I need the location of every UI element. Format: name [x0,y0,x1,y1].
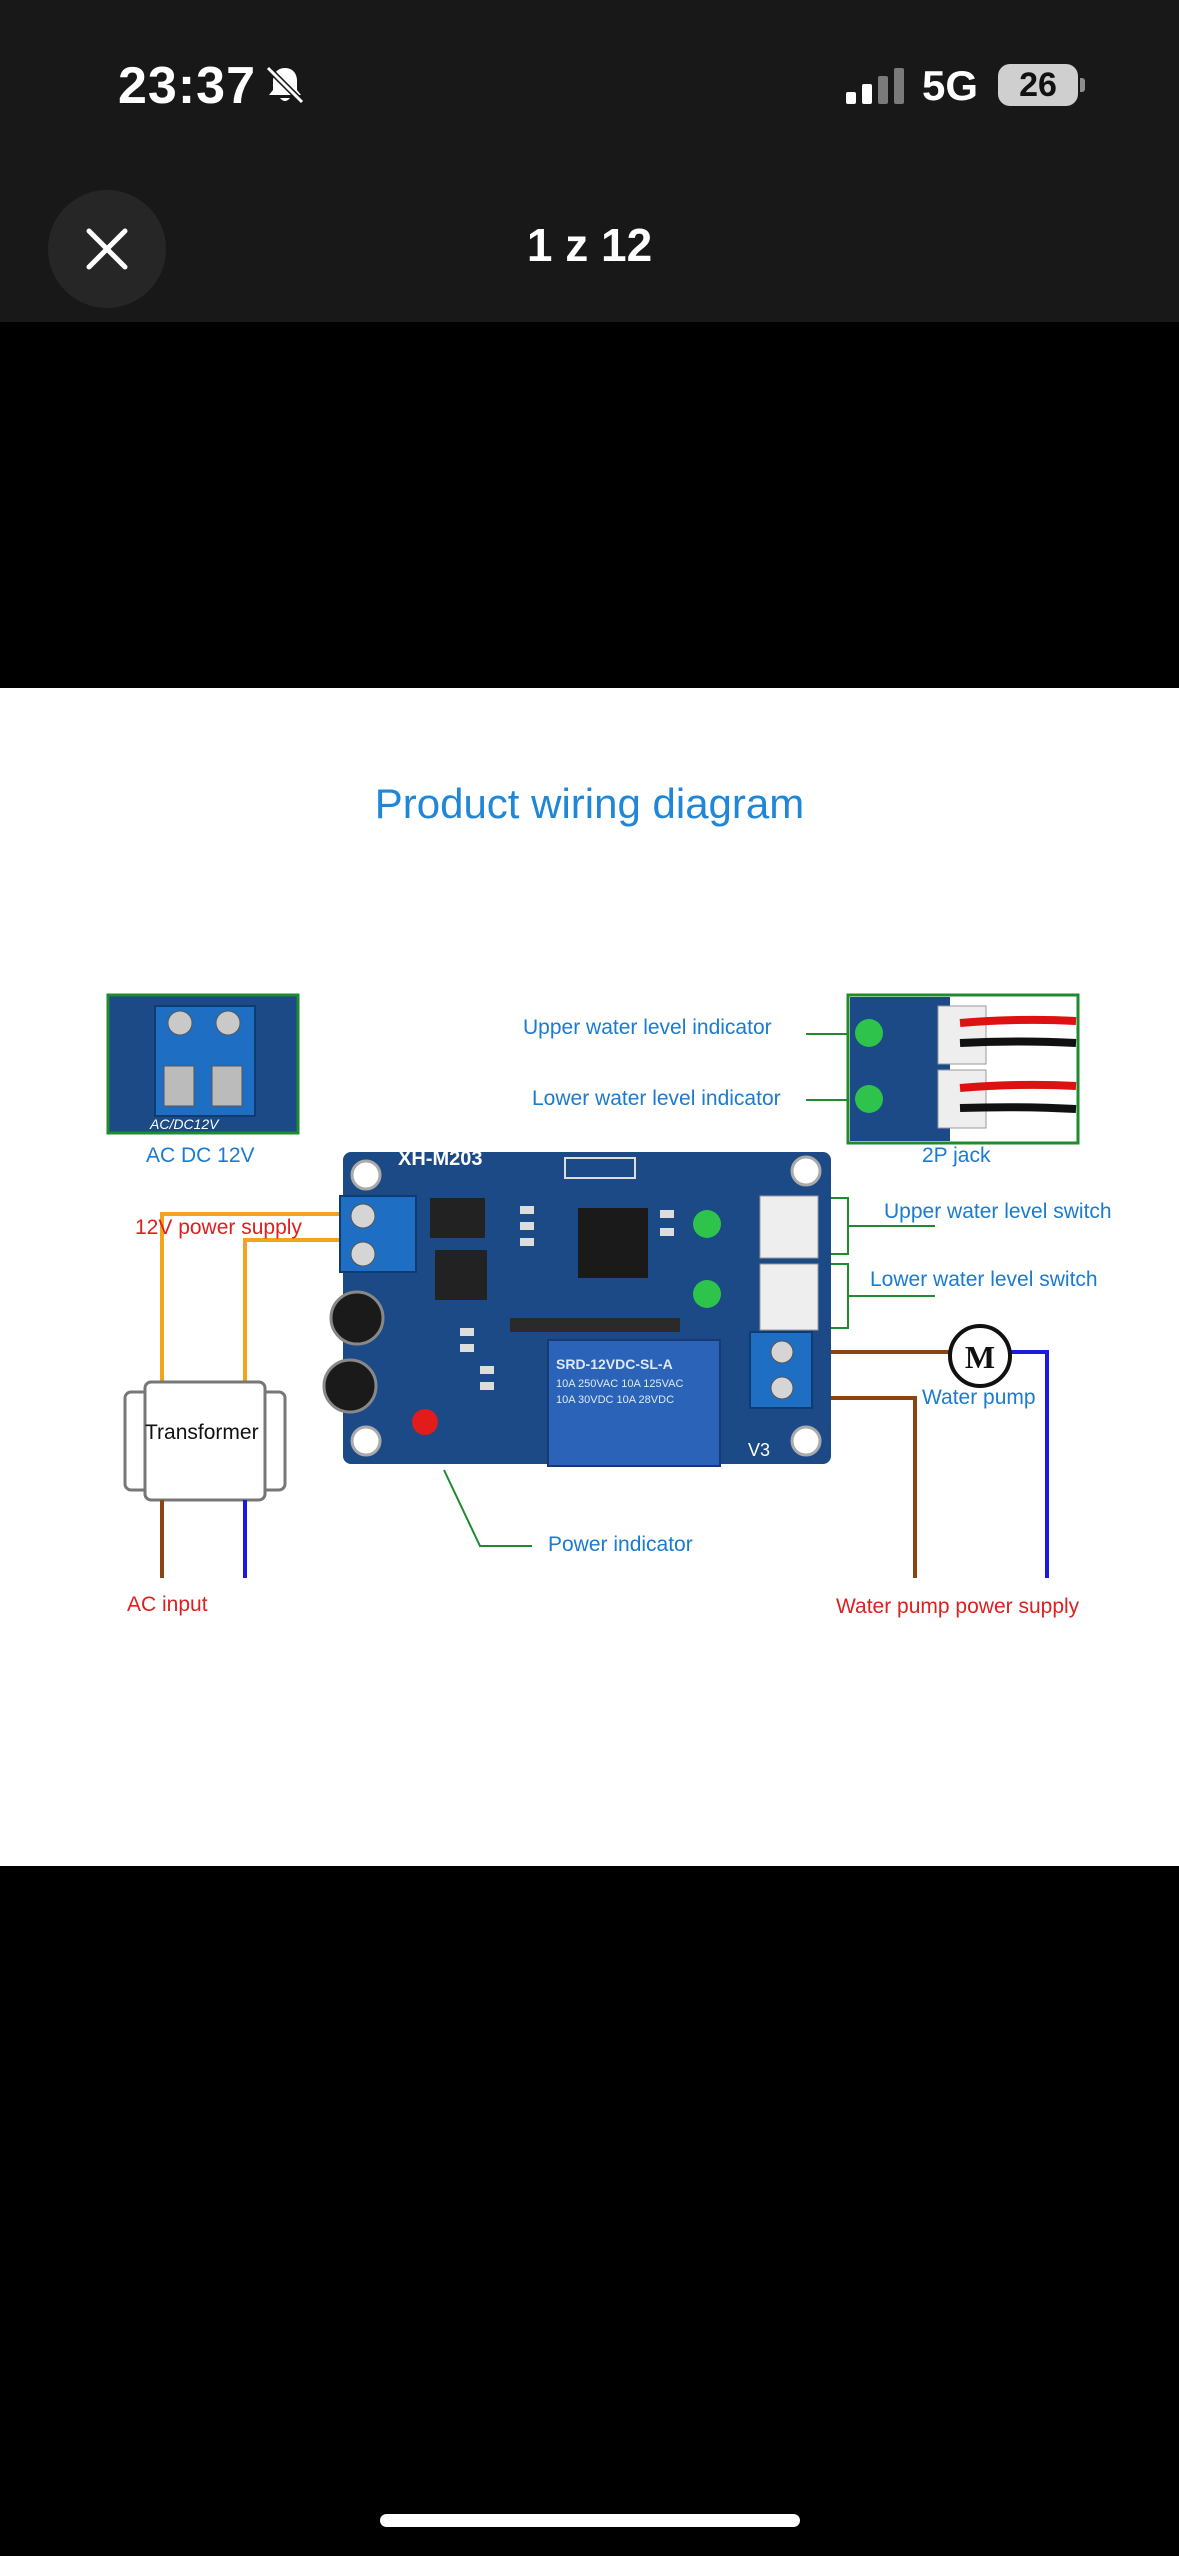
motor-label: M [965,1339,995,1375]
label-ac-input: AC input [127,1593,208,1616]
transformer-icon [123,1380,287,1502]
battery-tip [1080,78,1085,92]
inset-terminal-photo [106,993,300,1135]
board-v3-text: V3 [748,1440,771,1460]
wire-supply-brown [805,1396,917,1578]
close-button[interactable] [48,190,166,308]
relay-text: SRD-12VDC-SL-A [556,1356,673,1372]
label-water-pump: Water pump [922,1386,1036,1409]
network-type: 5G [922,62,979,109]
battery-icon: 26 [998,64,1078,106]
diagram-title: Product wiring diagram [374,780,805,827]
wire-pump-blue [1008,1350,1049,1578]
label-pump-supply: Water pump power supply [836,1595,1080,1618]
status-time: 23:37 [118,57,256,115]
image-counter: 1 z 12 [526,219,653,271]
viewer-top-bar: 1 z 12 [0,170,1179,322]
inset-terminal-text: AC/DC12V [150,1116,219,1132]
label-12v-power-supply: 12V power supply [135,1216,302,1239]
label-2p-jack: 2P jack [922,1144,991,1167]
callout-power-indicator [443,1469,532,1547]
label-lower-switch: Lower water level switch [870,1268,1098,1291]
label-lower-indicator: Lower water level indicator [532,1087,781,1110]
label-power-indicator: Power indicator [548,1533,693,1556]
close-icon [86,228,128,270]
board-model-text: XH-M203 [398,1148,483,1170]
label-upper-switch: Upper water level switch [884,1200,1112,1223]
bell-slash-icon [265,65,305,105]
relay-rating-1: 10A 250VAC 10A 125VAC [556,1378,684,1390]
label-transformer: Transformer [145,1421,259,1444]
wiring-drawing: M [106,993,1080,1578]
label-ac-dc-12v: AC DC 12V [146,1144,255,1167]
relay-rating-2: 10A 30VDC 10A 28VDC [556,1394,675,1406]
status-bar: 23:37 5G 26 [0,0,1179,170]
inset-jack-photo [846,993,1080,1145]
label-upper-indicator: Upper water level indicator [523,1016,772,1039]
cellular-signal-icon [846,68,904,104]
wire-12v-negative [243,1238,345,1386]
wire-12v-positive [160,1212,345,1386]
product-image[interactable]: Product wiring diagram M [0,688,1179,1866]
motor-icon: M [948,1324,1012,1388]
board-photo [322,1152,831,1467]
home-indicator[interactable] [380,2514,800,2527]
